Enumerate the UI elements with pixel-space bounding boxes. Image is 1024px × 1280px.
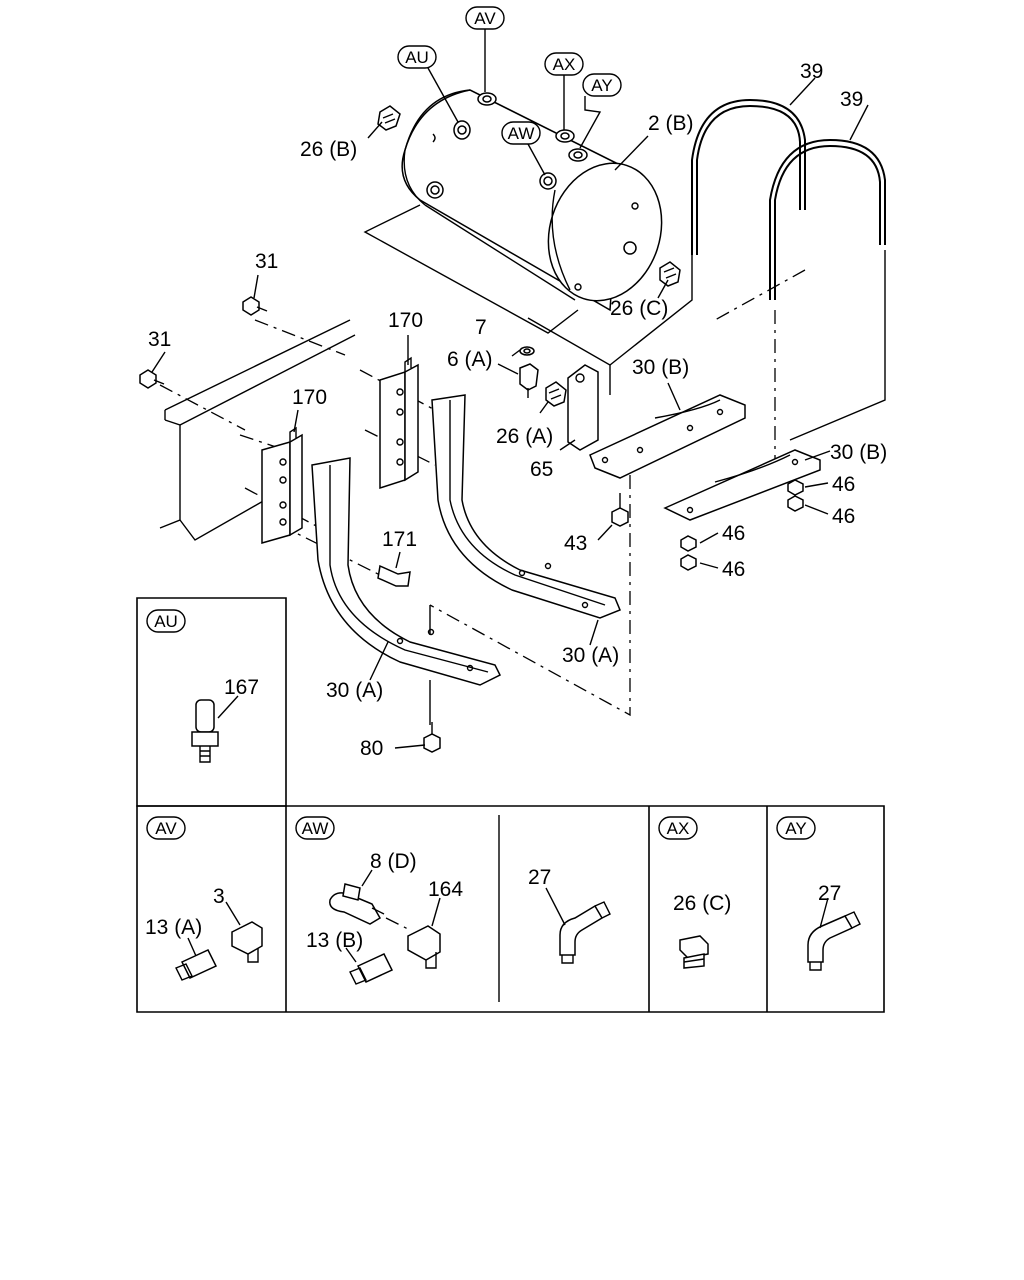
elbow-164-icon xyxy=(407,925,441,969)
callout-leaders xyxy=(151,77,869,749)
callout-30b-front: 30 (B) xyxy=(830,441,887,464)
plug-26c-detail-icon xyxy=(679,935,709,969)
panel-au-tag: AU xyxy=(154,612,178,631)
callout-labels: 26 (B) 2 (B) 26 (C) 39 39 31 31 170 170 … xyxy=(148,60,887,760)
detail-panel-aw: AW 8 (D) 164 13 (B) 27 xyxy=(295,816,611,985)
view-tag-aw: AW xyxy=(508,124,535,143)
frame-rail xyxy=(159,319,356,541)
banjo-8d-icon xyxy=(329,883,385,925)
callout-6a: 6 (A) xyxy=(447,348,493,371)
panel-aw-tag: AW xyxy=(302,819,329,838)
label-13a: 13 (A) xyxy=(145,916,202,939)
label-13b: 13 (B) xyxy=(306,929,363,952)
view-tag-ax-callout: AX xyxy=(544,52,584,130)
detail-panel-av: AV 3 13 (A) xyxy=(145,816,263,981)
saddle-30b-front xyxy=(663,449,821,521)
detail-panels xyxy=(136,597,885,1013)
callout-46-d: 46 xyxy=(722,558,745,581)
panel-ay-tag: AY xyxy=(785,819,806,838)
elbow-27-icon xyxy=(559,901,611,964)
callout-30a-front: 30 (A) xyxy=(326,679,383,702)
detail-panel-ax: AX 26 (C) xyxy=(658,816,731,969)
callout-31-lower: 31 xyxy=(148,328,171,351)
callout-65: 65 xyxy=(530,458,553,481)
callout-39-rear: 39 xyxy=(800,60,823,83)
callout-26c: 26 (C) xyxy=(610,297,668,320)
callout-46-a: 46 xyxy=(832,473,855,496)
drain-cock-6a xyxy=(519,363,539,398)
callout-170-front: 170 xyxy=(292,386,327,409)
bracket-170-rear xyxy=(379,356,419,490)
view-tag-av: AV xyxy=(474,9,496,28)
view-tag-au-callout: AU xyxy=(397,45,459,123)
callout-31-upper: 31 xyxy=(255,250,278,273)
nut-46-c xyxy=(680,535,697,552)
elbow-3-icon xyxy=(231,921,263,963)
bolt-31-lower xyxy=(139,369,165,389)
label-164: 164 xyxy=(428,878,463,901)
nut-46-a xyxy=(787,479,804,496)
adapter-13b-icon xyxy=(349,953,394,985)
panel-ax-tag: AX xyxy=(667,819,690,838)
label-3: 3 xyxy=(213,885,225,908)
callout-39-front: 39 xyxy=(840,88,863,111)
view-tag-ay-callout: AY xyxy=(579,73,622,149)
saddle-30b-rear xyxy=(589,394,746,479)
plug-26c xyxy=(659,261,681,287)
nut-46-b xyxy=(787,495,804,512)
callout-30b-rear: 30 (B) xyxy=(632,356,689,379)
bolt-80 xyxy=(423,722,441,753)
callout-46-b: 46 xyxy=(832,505,855,528)
panel-av-tag: AV xyxy=(155,819,177,838)
bolt-31-upper xyxy=(242,296,268,316)
nut-46-d xyxy=(680,554,697,571)
plug-26b xyxy=(377,105,401,131)
callout-7: 7 xyxy=(475,316,487,339)
plug-26a xyxy=(545,381,567,407)
detail-panel-au: AU 167 xyxy=(146,609,259,763)
plate-65 xyxy=(567,364,599,451)
callout-26a: 26 (A) xyxy=(496,425,553,448)
callout-43: 43 xyxy=(564,532,587,555)
detail-panel-ay: AY 27 xyxy=(776,816,861,971)
view-tag-aw-callout: AW xyxy=(501,121,546,176)
callout-46-c: 46 xyxy=(722,522,745,545)
view-tag-ax: AX xyxy=(553,55,576,74)
adapter-13a-icon xyxy=(175,949,218,981)
bolt-43 xyxy=(611,493,629,527)
u-bolt-39-rear xyxy=(691,98,806,255)
view-tag-au: AU xyxy=(405,48,429,67)
tank-support-30a-rear xyxy=(431,394,621,619)
callout-2b: 2 (B) xyxy=(648,112,694,135)
callout-171: 171 xyxy=(382,528,417,551)
tank-support-30a-front xyxy=(311,457,502,686)
washer-7 xyxy=(519,346,535,356)
sensor-167-icon xyxy=(191,699,219,763)
callout-30a-rear: 30 (A) xyxy=(562,644,619,667)
label-27-aw: 27 xyxy=(528,866,551,889)
callout-80: 80 xyxy=(360,737,383,760)
bolt-171 xyxy=(377,564,411,587)
view-tag-av-callout: AV xyxy=(465,6,505,92)
bracket-170-front xyxy=(261,426,303,544)
label-26c-detail: 26 (C) xyxy=(673,892,731,915)
air-tank xyxy=(401,89,663,312)
elbow-27-ay-icon xyxy=(807,911,861,971)
callout-170-rear: 170 xyxy=(388,309,423,332)
callout-26b: 26 (B) xyxy=(300,138,357,161)
u-bolt-39-front xyxy=(769,138,886,300)
label-167: 167 xyxy=(224,676,259,699)
view-tag-ay: AY xyxy=(591,76,612,95)
label-27-ay: 27 xyxy=(818,882,841,905)
label-8d: 8 (D) xyxy=(370,850,417,873)
